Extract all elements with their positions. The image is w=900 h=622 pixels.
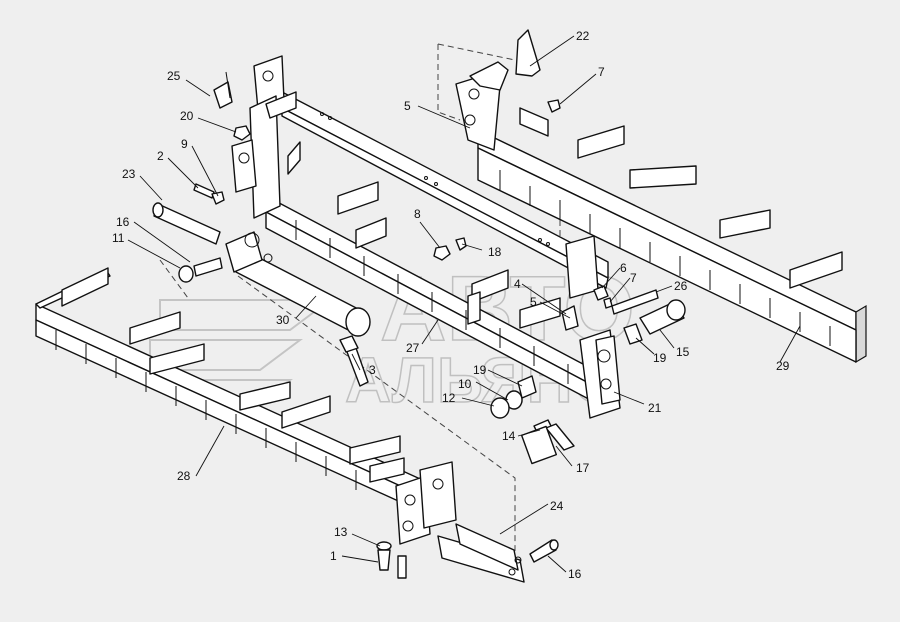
right-beam-brackets bbox=[519, 107, 843, 289]
callout-26: 26 bbox=[674, 279, 688, 293]
center-frame-tines bbox=[295, 220, 569, 384]
callout-9: 9 bbox=[181, 137, 188, 151]
callout-19-right: 19 bbox=[653, 351, 667, 365]
small-parts bbox=[152, 29, 686, 583]
callout-15: 15 bbox=[676, 345, 690, 359]
callout-6: 6 bbox=[620, 261, 627, 275]
callout-3: 3 bbox=[369, 363, 376, 377]
callout-7-upper: 7 bbox=[598, 65, 605, 79]
callout-22: 22 bbox=[576, 29, 590, 43]
callout-30: 30 bbox=[276, 313, 290, 327]
callout-labels: 25 20 9 2 23 16 11 30 3 27 8 18 4 5 6 7 … bbox=[112, 29, 790, 581]
hydraulic-cylinder bbox=[225, 231, 371, 337]
callout-24: 24 bbox=[550, 499, 564, 513]
center-frame-holes bbox=[320, 112, 550, 246]
callout-17: 17 bbox=[576, 461, 590, 475]
callout-20: 20 bbox=[180, 109, 194, 123]
leader-lines bbox=[127, 35, 801, 573]
callout-7-lower: 7 bbox=[630, 271, 637, 285]
callout-29: 29 bbox=[776, 359, 790, 373]
callout-25: 25 bbox=[167, 69, 181, 83]
callout-13: 13 bbox=[334, 525, 348, 539]
callout-5-upper: 5 bbox=[404, 99, 411, 113]
callout-18: 18 bbox=[488, 245, 502, 259]
callout-12: 12 bbox=[442, 391, 456, 405]
left-beam-tines bbox=[55, 330, 357, 490]
right-beam-tines bbox=[499, 170, 831, 346]
callout-19-left: 19 bbox=[473, 363, 487, 377]
right-mast-plate bbox=[565, 235, 621, 419]
callout-5-lower: 5 bbox=[530, 295, 537, 309]
right-tine-beam bbox=[477, 107, 867, 364]
callout-16-lower: 16 bbox=[568, 567, 582, 581]
callout-14: 14 bbox=[502, 429, 516, 443]
callout-16-upper: 16 bbox=[116, 215, 130, 229]
callout-21: 21 bbox=[648, 401, 662, 415]
left-mast bbox=[231, 55, 297, 219]
callout-8: 8 bbox=[414, 207, 421, 221]
left-hitch-plate bbox=[395, 461, 457, 545]
center-frame bbox=[265, 91, 609, 405]
callout-27: 27 bbox=[406, 341, 420, 355]
callout-4: 4 bbox=[514, 277, 521, 291]
center-frame-brackets bbox=[287, 141, 561, 329]
right-hitch-plate bbox=[455, 61, 509, 151]
callout-23: 23 bbox=[122, 167, 136, 181]
callout-28: 28 bbox=[177, 469, 191, 483]
callout-1: 1 bbox=[330, 549, 337, 563]
left-tine-beam bbox=[35, 267, 441, 521]
left-beam-brackets bbox=[61, 267, 405, 483]
callout-2: 2 bbox=[157, 149, 164, 163]
callout-10: 10 bbox=[458, 377, 472, 391]
callout-11: 11 bbox=[112, 231, 125, 245]
